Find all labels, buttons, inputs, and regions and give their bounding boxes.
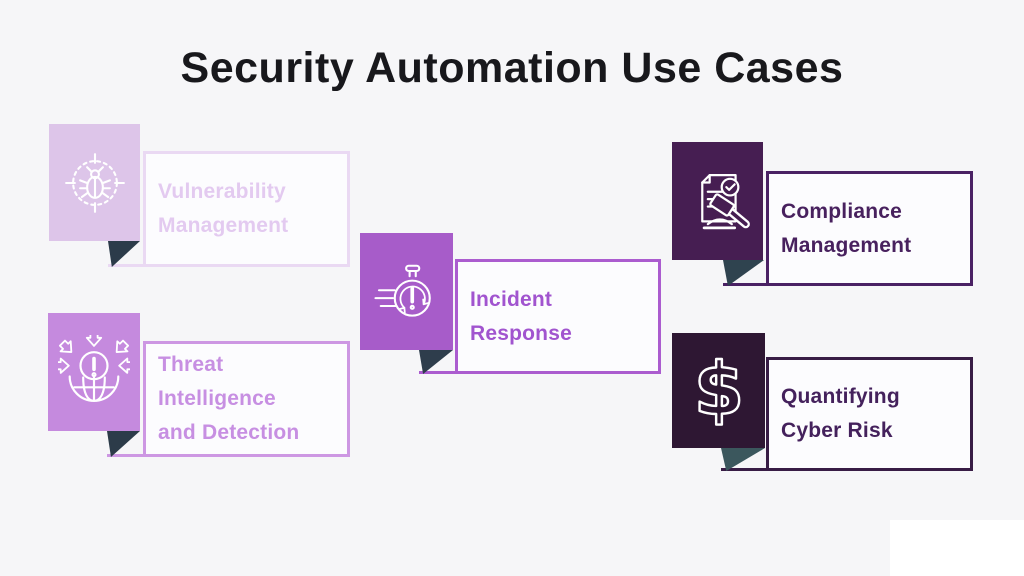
label-box: Threat Intelligence and Detection: [143, 341, 350, 457]
card-label: Threat Intelligence and Detection: [158, 353, 300, 444]
corner-patch: [890, 520, 1024, 576]
label-box: Compliance Management: [766, 171, 973, 286]
page-title: Security Automation Use Cases: [180, 44, 844, 92]
globe-alert-icon: [58, 335, 130, 402]
svg-text:$: $: [693, 349, 743, 432]
fold-baseline: [721, 468, 769, 471]
card-label: Compliance Management: [781, 199, 912, 257]
card-label: Incident Response: [470, 287, 572, 345]
card-label: Vulnerability Management: [158, 180, 289, 237]
fold-baseline: [107, 454, 147, 457]
label-box: Quantifying Cyber Risk: [766, 357, 973, 471]
dollar-sign-icon: $: [692, 349, 745, 433]
icon-square: [360, 233, 453, 350]
fold-baseline: [723, 283, 769, 286]
icon-square: [49, 124, 140, 241]
label-box: Vulnerability Management: [143, 151, 350, 267]
stopwatch-alert-icon: [373, 264, 431, 317]
icon-square: $: [672, 333, 765, 448]
icon-square: [48, 313, 140, 431]
bug-crosshair-icon: [64, 152, 125, 213]
fold-baseline: [108, 264, 148, 267]
fold-baseline: [419, 371, 459, 374]
icon-square: [672, 142, 763, 260]
card-label: Quantifying Cyber Risk: [781, 385, 900, 442]
label-box: Incident Response: [455, 259, 661, 374]
document-gavel-icon: [700, 173, 750, 230]
